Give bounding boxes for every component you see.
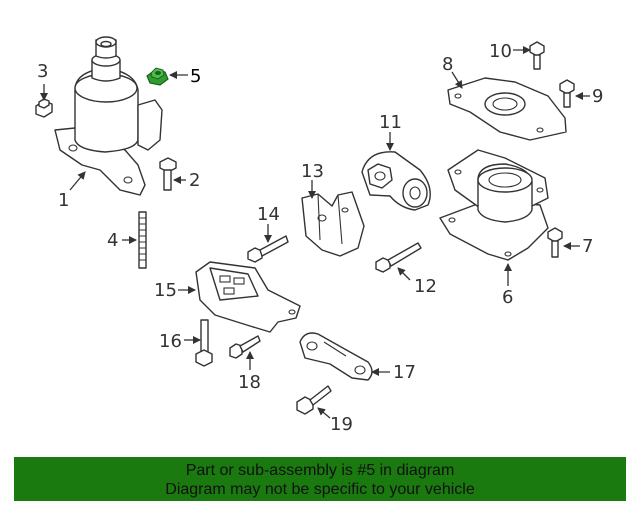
part-1-engine-mount[interactable]: [54, 36, 163, 196]
callout-11: 11: [379, 112, 402, 133]
part-5-nut-highlighted[interactable]: [146, 67, 169, 86]
callout-5: 5: [190, 66, 201, 87]
part-18-bolt[interactable]: [229, 335, 261, 359]
callout-12: 12: [414, 276, 437, 297]
callout-15: 15: [154, 280, 177, 301]
part-6-lower-mount[interactable]: [439, 149, 549, 261]
banner-line-1: Part or sub-assembly is #5 in diagram: [185, 462, 455, 479]
callout-1: 1: [58, 190, 69, 211]
part-10-bolt[interactable]: [529, 41, 545, 70]
leader-8: [451, 71, 463, 89]
part-16-bolt[interactable]: [195, 319, 213, 367]
leader-1: [69, 171, 86, 191]
part-13-bracket[interactable]: [301, 191, 365, 257]
callout-labels: 3 5 1 2 4 14 13 11 12 15 16 18 17 19 8 1…: [37, 41, 603, 435]
callout-2: 2: [189, 170, 200, 191]
part-15-bracket[interactable]: [195, 261, 301, 333]
part-4-stud[interactable]: [138, 211, 147, 269]
part-8-mount-plate[interactable]: [447, 77, 567, 141]
callout-9: 9: [592, 86, 603, 107]
part-19-bolt[interactable]: [296, 385, 332, 415]
part-14-bolt[interactable]: [247, 235, 289, 263]
info-banner: Part or sub-assembly is #5 in diagram Di…: [14, 457, 626, 501]
callout-17: 17: [393, 362, 416, 383]
callout-4: 4: [107, 230, 118, 251]
part-11-bushing-mount[interactable]: [361, 151, 431, 211]
leader-12: [397, 267, 411, 281]
part-2-bolt[interactable]: [159, 157, 177, 191]
leader-19: [317, 407, 331, 419]
part-9-bolt[interactable]: [559, 79, 575, 108]
part-7-bolt[interactable]: [547, 227, 563, 258]
callout-18: 18: [238, 372, 261, 393]
callout-19: 19: [330, 414, 353, 435]
part-12-bolt[interactable]: [375, 242, 422, 273]
callout-8: 8: [442, 54, 453, 75]
leader-lines: [40, 46, 590, 419]
callout-14: 14: [257, 204, 280, 225]
callout-3: 3: [37, 61, 48, 82]
callout-13: 13: [301, 161, 324, 182]
callout-10: 10: [489, 41, 512, 62]
part-17-link[interactable]: [299, 332, 373, 381]
parts-diagram: 3 5 1 2 4 14 13 11 12 15 16 18 17 19 8 1…: [35, 36, 603, 435]
callout-16: 16: [159, 331, 182, 352]
part-3-nut[interactable]: [35, 98, 53, 118]
callout-7: 7: [582, 236, 593, 257]
banner-line-2: Diagram may not be specific to your vehi…: [165, 481, 475, 498]
callout-6: 6: [502, 287, 513, 308]
